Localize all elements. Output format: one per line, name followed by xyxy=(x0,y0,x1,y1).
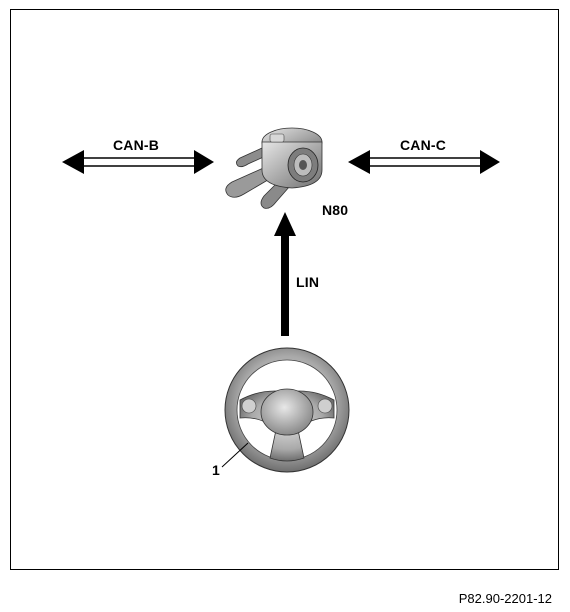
can-b-arrow xyxy=(62,150,214,174)
steering-wheel-icon xyxy=(224,347,350,473)
lin-arrow xyxy=(274,212,296,336)
lin-label: LIN xyxy=(296,274,320,290)
can-b-label: CAN-B xyxy=(113,137,160,153)
callout-1-leader xyxy=(221,442,249,468)
callout-1-label: 1 xyxy=(212,462,220,478)
can-c-arrow xyxy=(348,150,500,174)
can-c-label: CAN-C xyxy=(400,137,447,153)
steering-column-module-icon xyxy=(225,127,323,209)
figure-reference: P82.90-2201-12 xyxy=(458,591,552,606)
module-label-n80: N80 xyxy=(322,202,349,218)
